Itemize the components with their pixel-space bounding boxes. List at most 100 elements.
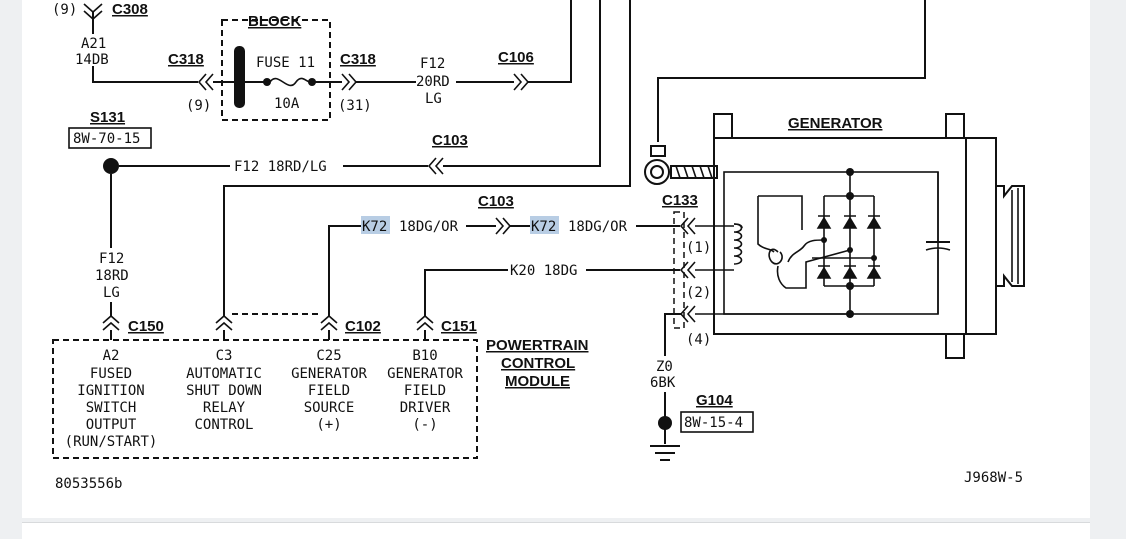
f12-left-color: LG (103, 285, 120, 301)
fuse-bus-bar (234, 46, 245, 108)
footer-right-code: J968W-5 (964, 470, 1023, 486)
pcm-pin-description-line: RELAY (203, 400, 246, 416)
pcm-pin-description-line: SHUT DOWN (186, 383, 262, 399)
footer-left-code: 8053556b (55, 476, 122, 492)
z0-wire-id: Z0 (656, 359, 673, 375)
c133-label: C133 (662, 192, 698, 209)
c133-pin2: (2) (686, 285, 711, 301)
generator-mount-ear-top-right (945, 113, 965, 139)
generator-mount-ear-top-left (713, 113, 733, 139)
generator-title: GENERATOR (788, 115, 883, 132)
field-coil-icon (733, 223, 743, 265)
g104-ref: 8W-15-4 (684, 415, 743, 431)
a21-wire (92, 66, 198, 83)
pcm-outline (52, 339, 478, 459)
c103-mid-label: C103 (478, 193, 514, 210)
pcm-pin-description-line: GENERATOR (291, 366, 367, 382)
fuse-terminal-right (308, 78, 316, 86)
pcm-pin-description-line: SOURCE (304, 400, 355, 416)
generator-housing (713, 137, 967, 335)
pcm-pin-id: C25 (316, 348, 341, 364)
pcm-pin-description-line: FIELD (308, 383, 350, 399)
generator-pulley-icon (995, 185, 1025, 287)
f12-top-id: F12 (420, 56, 445, 72)
k72-a-spec: 18DG/OR (399, 219, 459, 235)
rectifier-diodes-icon (816, 215, 882, 279)
k72-a-label: K72 (362, 219, 387, 235)
pcm-pin-description-line: (-) (412, 417, 437, 433)
pcm-pin-description-line: OUTPUT (86, 417, 137, 433)
generator-output-wire (657, 0, 926, 142)
diagram-sheet (22, 0, 1090, 518)
c150-label: C150 (128, 318, 164, 335)
c3-chevron (215, 314, 233, 331)
f12-left-gauge: 18RD (95, 268, 129, 284)
pcm-pin-id: C3 (216, 348, 233, 364)
pcm-pin-descriptions: A2FUSEDIGNITIONSWITCHOUTPUT(RUN/START)C3… (65, 348, 464, 450)
s131-ref-box (68, 127, 152, 149)
c103-top-label: C103 (432, 132, 468, 149)
c25-chevron (320, 314, 338, 331)
c318-in-chevron (197, 73, 214, 91)
pcm-pin-id: A2 (103, 348, 120, 364)
f12-top-color: LG (425, 91, 442, 107)
s131-ref: 8W-70-15 (73, 131, 140, 147)
k72-b-spec: 18DG/OR (568, 219, 628, 235)
c318-out-label: C318 (340, 51, 376, 68)
a21-wire-spec: 14DB (75, 52, 109, 68)
c103-mid-chevron (495, 217, 512, 235)
generator-mount-ear-bottom (945, 333, 965, 359)
k72-highlight-b (530, 216, 559, 234)
pcm-pin-description-line: FIELD (404, 383, 446, 399)
fuse-rating: 10A (274, 96, 300, 112)
pcm-pin-description-line: IGNITION (77, 383, 144, 399)
f12-mid-label: F12 18RD/LG (234, 159, 327, 175)
z0-wire-spec: 6BK (650, 375, 676, 391)
c151-chevron (416, 314, 434, 331)
s131-splice-dot (103, 158, 119, 174)
stator-windings-icon (757, 195, 874, 289)
k20-wire-left (424, 269, 508, 316)
c133-pin1: (1) (686, 240, 711, 256)
c318-out-chevron (341, 73, 358, 91)
c318-out-pin: (31) (338, 98, 372, 114)
pcm-pin-description-line: GENERATOR (387, 366, 463, 382)
f12-top-gauge: 20RD (416, 74, 450, 90)
pcm-title-3: MODULE (505, 373, 570, 390)
fuse-terminal-left (263, 78, 271, 86)
k72-wire-left (328, 225, 362, 316)
pcm-pin-description-line: (RUN/START) (65, 434, 158, 450)
c318-in-label: C318 (168, 51, 204, 68)
c102-label: C102 (345, 318, 381, 335)
pcm-pin-description-line: SWITCH (86, 400, 137, 416)
c103-top-wire (443, 0, 601, 167)
pcm-pin-description-line: DRIVER (400, 400, 451, 416)
c318-in-pin: (9) (186, 98, 211, 114)
c151-label: C151 (441, 318, 477, 335)
generator-end-plate (965, 137, 997, 335)
c308-pin-label: (9) (52, 2, 77, 18)
fuse-block-outline (221, 19, 331, 121)
c133-outline (673, 211, 685, 329)
asd-relay-wire (223, 0, 631, 316)
a21-wire-id: A21 (81, 36, 106, 52)
pcm-pin-description-line: CONTROL (194, 417, 253, 433)
c106-label: C106 (498, 49, 534, 66)
fuse-element-icon (269, 77, 311, 87)
c133-pin4: (4) (686, 332, 711, 348)
pcm-title-2: CONTROL (501, 355, 575, 372)
c106-chevron (513, 73, 530, 91)
pcm-pin-description-line: (+) (316, 417, 341, 433)
fuse-block-title: BLOCK (248, 13, 301, 30)
c308-label: C308 (112, 1, 148, 18)
c106-wire (528, 0, 572, 83)
k72-b-label: K72 (531, 219, 556, 235)
k72-highlight-a (361, 216, 390, 234)
pcm-pin-id: B10 (412, 348, 437, 364)
k20-label: K20 18DG (510, 263, 577, 279)
next-page-strip (22, 522, 1090, 540)
generator-internal-frame (723, 171, 939, 315)
ground-symbol-icon (650, 445, 680, 461)
z0-ground-wire (664, 313, 681, 356)
